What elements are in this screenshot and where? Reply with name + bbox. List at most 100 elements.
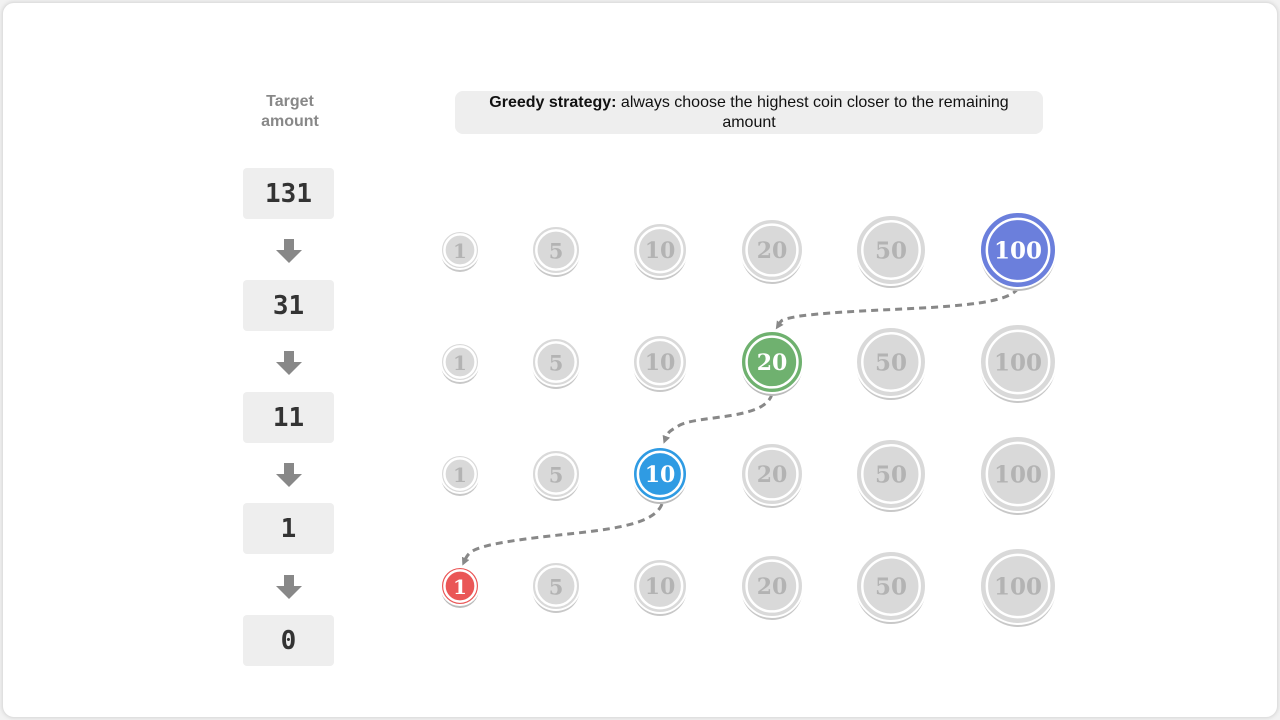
down-arrow-icon bbox=[276, 575, 302, 599]
coin-inner-ring bbox=[636, 450, 684, 498]
coin-inner-ring bbox=[745, 335, 799, 389]
coin-value-label: 20 bbox=[757, 574, 788, 600]
coin-value-label: 1 bbox=[453, 463, 467, 487]
coin-body bbox=[531, 561, 581, 611]
coin-20-row-3: 20 bbox=[740, 442, 804, 508]
down-arrow-icon bbox=[276, 239, 302, 263]
coin-value-label: 100 bbox=[994, 462, 1042, 489]
coin-body bbox=[979, 435, 1057, 513]
coin-value-label: 1 bbox=[453, 239, 467, 263]
path-arrow-10-to-1 bbox=[461, 503, 664, 566]
coin-inner-ring bbox=[985, 553, 1051, 619]
coin-50-row-1: 50 bbox=[855, 214, 927, 288]
coin-value-label: 1 bbox=[453, 575, 467, 599]
coin-inner-ring bbox=[535, 341, 577, 383]
coin-value-label: 5 bbox=[549, 575, 564, 600]
coin-20-row-4: 20 bbox=[740, 554, 804, 620]
coin-body bbox=[855, 326, 927, 398]
coin-body bbox=[740, 330, 804, 394]
coin-body bbox=[440, 566, 480, 606]
coin-value-label: 5 bbox=[549, 463, 564, 488]
coin-50-row-3: 50 bbox=[855, 438, 927, 512]
coin-value-label: 5 bbox=[549, 351, 564, 376]
strategy-title: Greedy strategy: bbox=[489, 93, 617, 111]
coin-body bbox=[632, 558, 688, 614]
strategy-description: always choose the highest coin closer to… bbox=[616, 93, 1009, 131]
coin-100-row-3: 100 bbox=[979, 435, 1057, 515]
path-arrow-100-to-20 bbox=[775, 287, 1020, 330]
coin-inner-ring bbox=[535, 565, 577, 607]
coin-inner-ring bbox=[861, 332, 921, 392]
coin-body bbox=[632, 334, 688, 390]
coin-body bbox=[979, 547, 1057, 625]
coin-body bbox=[740, 442, 804, 506]
coin-value-label: 20 bbox=[757, 462, 788, 488]
coin-inner-ring bbox=[636, 562, 684, 610]
coin-inner-ring bbox=[443, 457, 477, 491]
coin-inner-ring bbox=[535, 453, 577, 495]
coin-inner-ring bbox=[745, 559, 799, 613]
coin-body bbox=[979, 211, 1057, 289]
coin-inner-ring bbox=[443, 233, 477, 267]
coin-value-label: 20 bbox=[757, 238, 788, 264]
strategy-banner: Greedy strategy: always choose the highe… bbox=[455, 91, 1043, 134]
down-arrow-icon bbox=[276, 351, 302, 375]
coin-100-row-1-selected: 100 bbox=[979, 211, 1057, 291]
coin-body bbox=[531, 225, 581, 275]
coin-value-label: 50 bbox=[875, 462, 907, 489]
coin-20-row-2-selected: 20 bbox=[740, 330, 804, 396]
coin-inner-ring bbox=[745, 223, 799, 277]
coin-inner-ring bbox=[443, 569, 477, 603]
coin-value-label: 1 bbox=[453, 351, 467, 375]
coin-body bbox=[740, 554, 804, 618]
coin-inner-ring bbox=[636, 226, 684, 274]
coin-body bbox=[632, 222, 688, 278]
coin-body bbox=[855, 550, 927, 622]
coin-10-row-4: 10 bbox=[632, 558, 688, 616]
coin-value-label: 10 bbox=[645, 238, 676, 264]
coin-1-row-3: 1 bbox=[440, 454, 480, 496]
coin-5-row-3: 5 bbox=[531, 449, 581, 501]
amount-box-11: 11 bbox=[243, 392, 334, 443]
coin-1-row-2: 1 bbox=[440, 342, 480, 384]
coin-inner-ring bbox=[861, 220, 921, 280]
coin-value-label: 50 bbox=[875, 574, 907, 601]
coin-value-label: 100 bbox=[994, 350, 1042, 377]
coin-value-label: 20 bbox=[757, 350, 788, 376]
coin-body bbox=[440, 454, 480, 494]
coin-5-row-4: 5 bbox=[531, 561, 581, 613]
coin-body bbox=[979, 323, 1057, 401]
coin-100-row-2: 100 bbox=[979, 323, 1057, 403]
coin-50-row-4: 50 bbox=[855, 550, 927, 624]
coin-10-row-1: 10 bbox=[632, 222, 688, 280]
coin-body bbox=[440, 230, 480, 270]
path-arrow-20-to-10 bbox=[662, 393, 774, 444]
coin-body bbox=[855, 214, 927, 286]
coin-value-label: 5 bbox=[549, 239, 564, 264]
coin-inner-ring bbox=[985, 329, 1051, 395]
coin-20-row-1: 20 bbox=[740, 218, 804, 284]
coin-value-label: 10 bbox=[645, 350, 676, 376]
coin-100-row-4: 100 bbox=[979, 547, 1057, 627]
coin-inner-ring bbox=[985, 217, 1051, 283]
coin-inner-ring bbox=[985, 441, 1051, 507]
coin-value-label: 50 bbox=[875, 350, 907, 377]
coin-inner-ring bbox=[745, 447, 799, 501]
coin-inner-ring bbox=[535, 229, 577, 271]
coin-inner-ring bbox=[861, 556, 921, 616]
coin-5-row-2: 5 bbox=[531, 337, 581, 389]
coin-1-row-4-selected: 1 bbox=[440, 566, 480, 608]
amount-box-1: 1 bbox=[243, 503, 334, 554]
coin-body bbox=[531, 449, 581, 499]
target-amount-label: Target amount bbox=[261, 93, 319, 130]
coin-10-row-2: 10 bbox=[632, 334, 688, 392]
coin-value-label: 10 bbox=[645, 574, 676, 600]
coin-value-label: 50 bbox=[875, 238, 907, 265]
coin-body bbox=[740, 218, 804, 282]
coin-50-row-2: 50 bbox=[855, 326, 927, 400]
coin-10-row-3-selected: 10 bbox=[632, 446, 688, 504]
coin-body bbox=[855, 438, 927, 510]
coin-5-row-1: 5 bbox=[531, 225, 581, 277]
amount-box-0: 0 bbox=[243, 615, 334, 666]
